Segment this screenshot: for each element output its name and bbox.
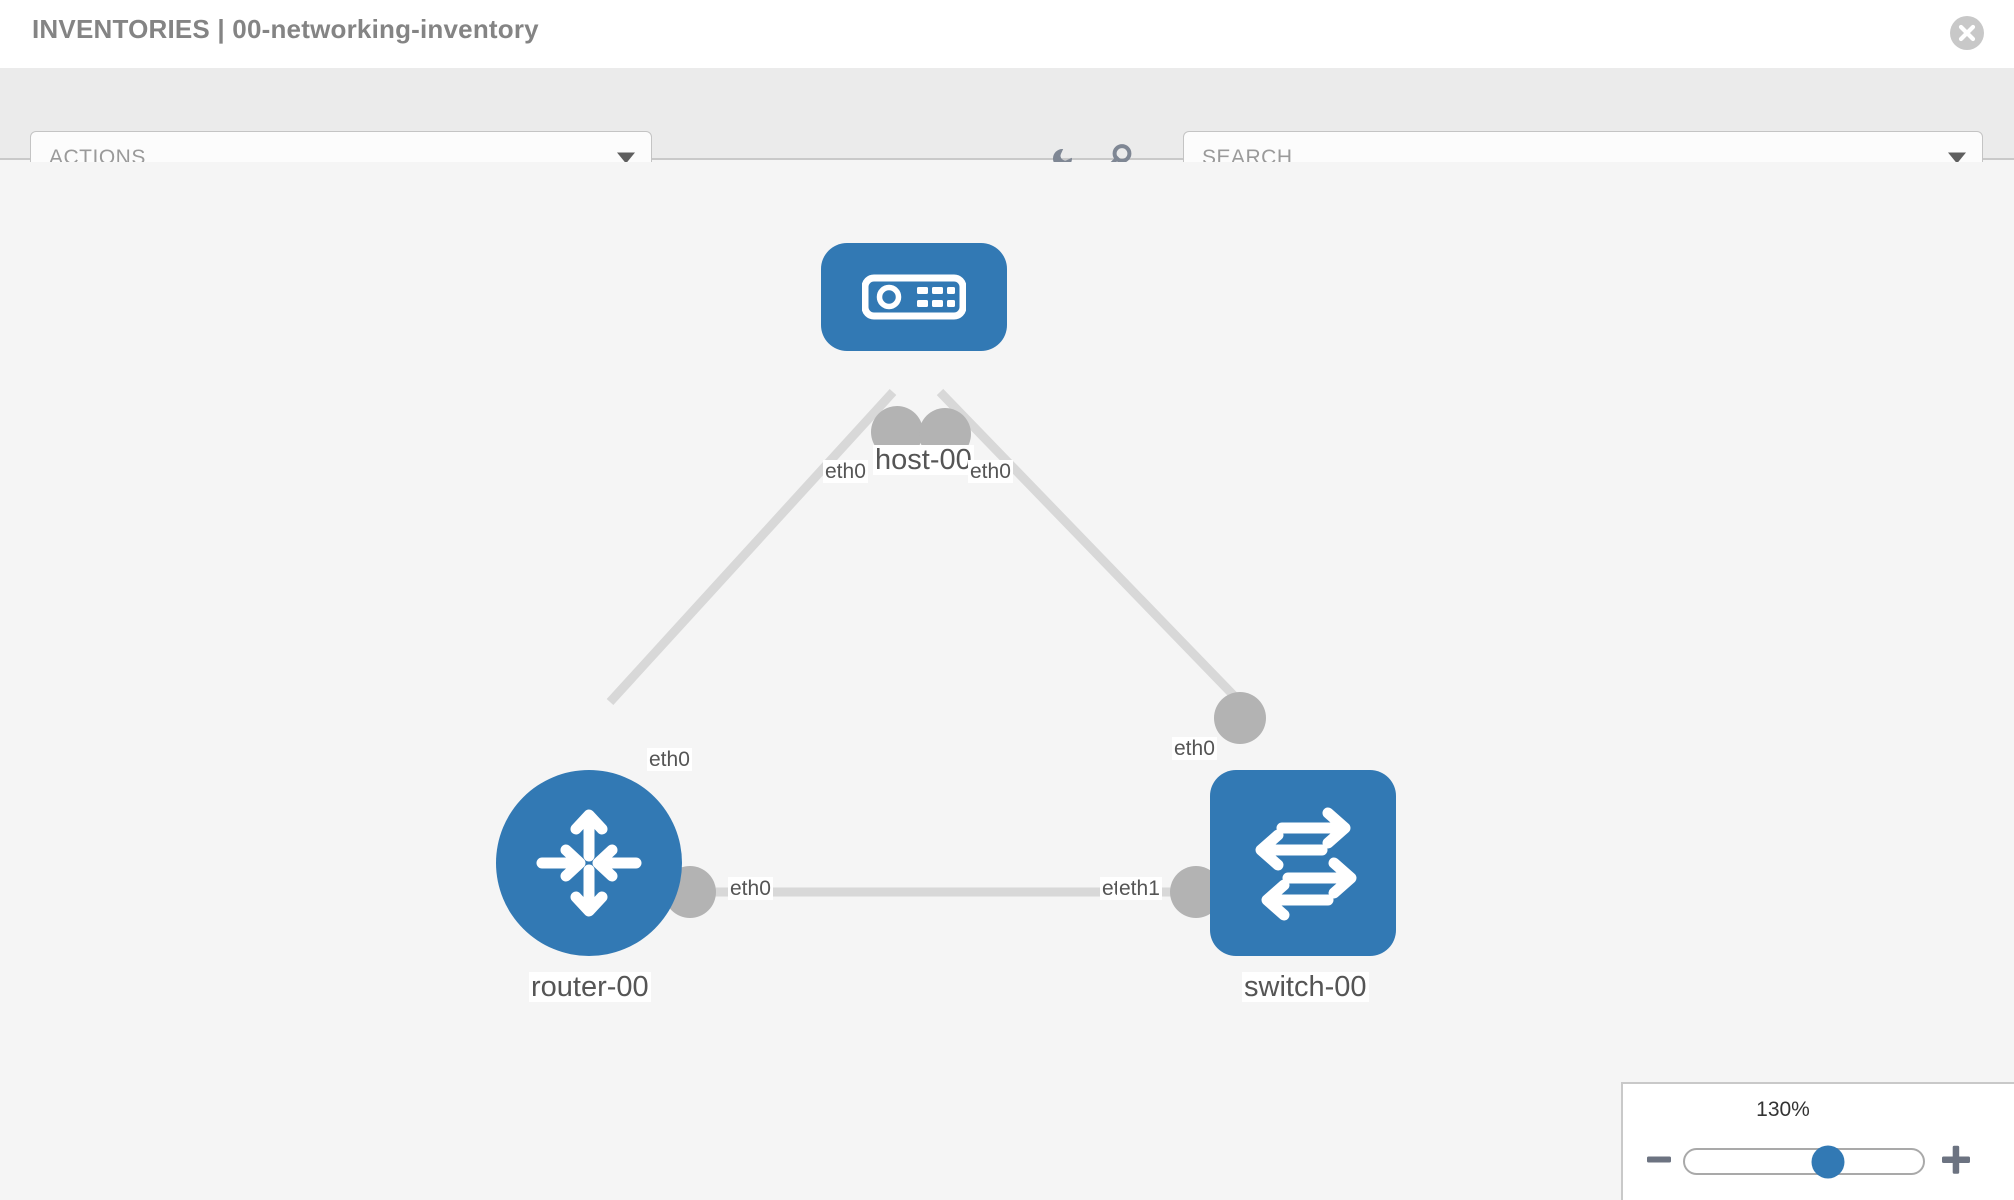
topology-canvas[interactable]: host-00 router-0 [0, 162, 2014, 1200]
router-arrows-icon [536, 809, 642, 917]
edge-label-host-switch-near-switch: eth0 [1172, 737, 1217, 761]
plus-icon[interactable] [1941, 1145, 1971, 1180]
edge-label-router-switch-near-switch: eth1 [1117, 877, 1162, 901]
node-label-router-00: router-00 [529, 971, 651, 1003]
chevron-down-icon [617, 152, 635, 164]
edge-label-host-router-near-router: eth0 [647, 748, 692, 772]
zoom-control-panel: 130% [1621, 1082, 2014, 1200]
node-label-host-00: host-00 [873, 444, 974, 476]
topology-edges [606, 388, 1266, 918]
node-switch-00[interactable] [1210, 770, 1396, 956]
edge-host-switch [936, 388, 1244, 706]
page-title: INVENTORIES | 00-networking-inventory [32, 14, 539, 44]
edge-label-host-switch-near-host: eth0 [968, 460, 1013, 484]
edge-host-router [606, 388, 897, 706]
edge-label-host-router-near-host: eth0 [823, 460, 868, 484]
server-icon [862, 274, 966, 320]
page-header: INVENTORIES | 00-networking-inventory [0, 0, 2014, 68]
edge-label-router-switch-near-router: eth0 [728, 877, 773, 901]
chevron-down-icon [1948, 152, 1966, 164]
toolbar: ACTIONS SEARCH [0, 68, 2014, 185]
switch-arrows-icon [1255, 807, 1357, 921]
zoom-slider[interactable] [1683, 1145, 1925, 1178]
interface-endpoint [1170, 866, 1222, 918]
node-label-switch-00: switch-00 [1242, 971, 1369, 1003]
close-icon[interactable] [1950, 16, 1984, 50]
zoom-percent-label: 130% [1756, 1098, 1810, 1121]
minus-icon[interactable] [1646, 1147, 1672, 1178]
node-router-00[interactable] [496, 770, 682, 956]
node-host-00[interactable] [821, 243, 1007, 351]
interface-endpoint [1214, 692, 1266, 744]
zoom-slider-thumb[interactable] [1811, 1145, 1845, 1178]
